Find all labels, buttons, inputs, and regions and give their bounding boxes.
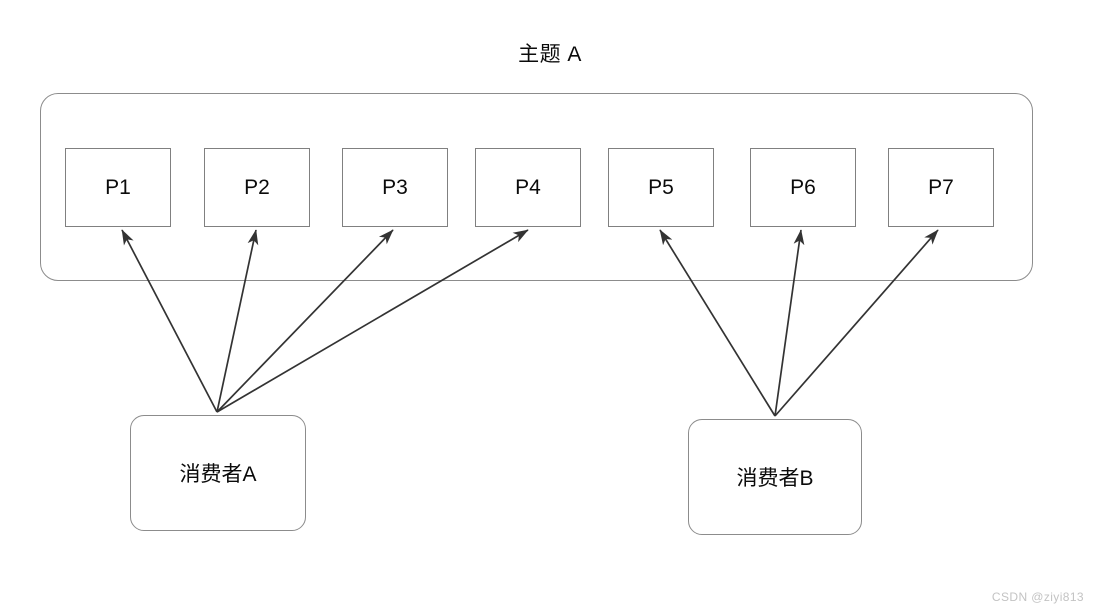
consumer-label: 消费者A (179, 463, 257, 486)
watermark: CSDN @ziyi813 (991, 590, 1084, 604)
arrow-consumer-b-to-P7 (774, 229, 939, 417)
page-title: 主题 A (518, 43, 582, 66)
arrow-consumer-b-to-P6 (774, 229, 805, 417)
consumer-box-b[interactable]: 消费者B (688, 419, 862, 535)
arrow-consumer-a-to-P3 (216, 229, 394, 413)
partition-box-p5[interactable]: P5 (608, 148, 714, 227)
consumer-label: 消费者B (736, 467, 814, 490)
arrow-consumer-a-to-P2 (216, 229, 259, 413)
arrow-consumer-a-to-P1 (121, 229, 218, 413)
arrow-consumer-a-to-P4 (216, 229, 529, 413)
arrow-consumer-b-to-P5 (659, 229, 776, 417)
consumer-box-a[interactable]: 消费者A (130, 415, 306, 531)
